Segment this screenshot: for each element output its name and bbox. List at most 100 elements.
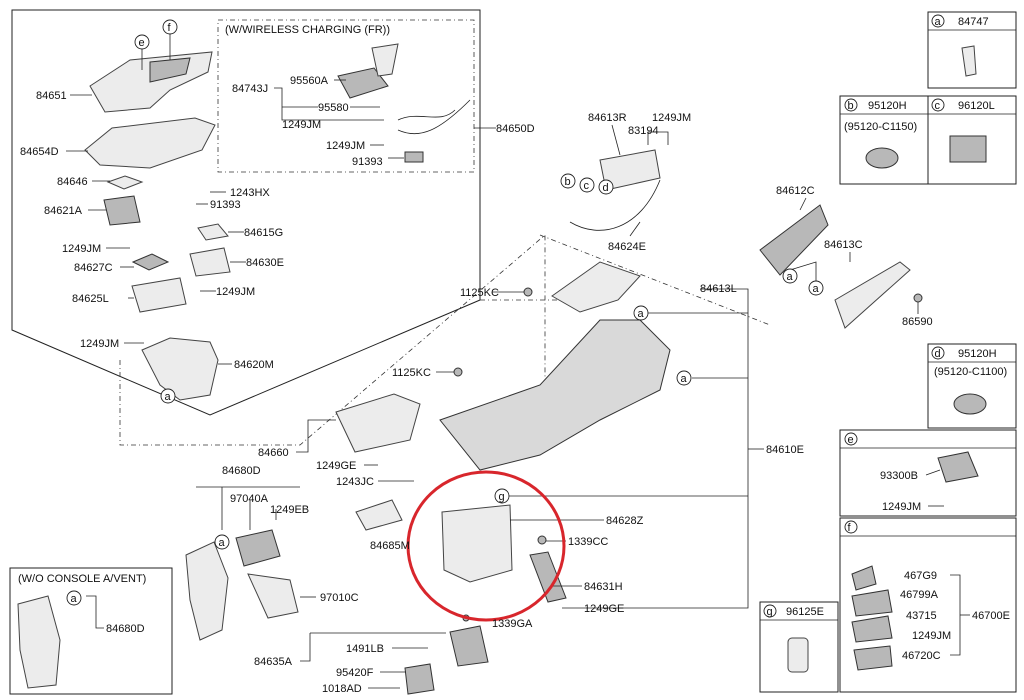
bolt-86590 [913, 293, 923, 303]
svg-text:1249JM: 1249JM [882, 501, 921, 513]
label-1491LB: 1491LB [346, 643, 384, 655]
label-84627C: 84627C [74, 262, 113, 274]
legend-d: d 95120H (95120-C1100) [927, 343, 1017, 429]
label-1249GE-b: 1249GE [584, 603, 624, 615]
projection-line [539, 234, 771, 326]
svg-text:46799A: 46799A [900, 589, 939, 601]
legend-e: e 93300B 1249JM [839, 429, 1017, 517]
svg-text:1249JM: 1249JM [912, 630, 951, 642]
part-84612C-panel [759, 204, 829, 276]
label-84620M: 84620M [234, 359, 274, 371]
legend-c: c 96120L [927, 95, 1017, 185]
label-1249JM-c: 1249JM [282, 119, 321, 131]
callout-a-2: a [782, 268, 798, 284]
part-84680D-alt-panel [17, 595, 61, 689]
callout-d-1: d [598, 179, 614, 195]
label-84612C: 84612C [776, 185, 815, 197]
callout-f: f [162, 19, 178, 35]
legend-f: f 467G9 46799A 43715 1249JM 46720C 46700… [839, 517, 1017, 693]
callout-a-6: a [214, 534, 230, 550]
label-84630E: 84630E [246, 257, 284, 269]
label-84625L: 84625L [72, 293, 109, 305]
svg-text:43715: 43715 [906, 610, 937, 622]
part-wireless-harness [397, 99, 471, 135]
svg-text:a: a [787, 271, 794, 283]
bolt-1125KC-a [523, 287, 533, 297]
label-1249GE-a: 1249GE [316, 460, 356, 472]
svg-text:(95120-C1100): (95120-C1100) [934, 366, 1007, 378]
label-84650D: 84650D [496, 123, 535, 135]
svg-text:46700E: 46700E [972, 610, 1010, 622]
callout-a-1: a [160, 388, 176, 404]
part-84628Z-box [441, 504, 513, 583]
label-84613C: 84613C [824, 239, 863, 251]
svg-text:a: a [219, 537, 226, 549]
svg-text:b: b [848, 100, 854, 112]
part-84635A-bracket [449, 625, 489, 667]
label-1249JM-g: 1249JM [652, 112, 691, 124]
part-84631H-bracket [529, 551, 567, 603]
svg-text:95120H: 95120H [868, 100, 907, 112]
callout-c-1: c [579, 177, 595, 193]
part-84646-mat [106, 175, 144, 190]
label-84680D-a: 84680D [222, 465, 261, 477]
svg-text:96120L: 96120L [958, 100, 995, 112]
svg-text:467G9: 467G9 [904, 570, 937, 582]
part-84624E-cable [569, 179, 661, 231]
label-1125KC-a: 1125KC [460, 287, 499, 299]
projection-line [119, 234, 546, 446]
label-84615G: 84615G [244, 227, 283, 239]
label-1249JM-d: 1249JM [326, 140, 365, 152]
part-84654D-tray [84, 117, 216, 169]
svg-text:e: e [848, 434, 854, 446]
part-84627C-mat [131, 253, 170, 271]
part-84651-slot [149, 57, 191, 83]
label-84635A: 84635A [254, 656, 293, 668]
svg-text:d: d [935, 348, 941, 360]
part-97010C-duct [247, 573, 299, 619]
svg-text:a: a [71, 593, 78, 605]
callout-e: e [134, 34, 150, 50]
label-83194: 83194 [628, 125, 659, 137]
bolt-1339CC [537, 535, 547, 545]
part-wireless-bracket [371, 43, 399, 77]
svg-text:95120H: 95120H [958, 348, 997, 360]
svg-text:(95120-C1150): (95120-C1150) [844, 121, 917, 133]
svg-text:a: a [935, 16, 942, 28]
svg-text:a: a [681, 373, 688, 385]
label-84680D-b: 84680D [106, 623, 145, 635]
label-84654D: 84654D [20, 146, 59, 158]
label-95560A: 95560A [290, 75, 329, 87]
part-84685M-pad [355, 499, 403, 531]
leader-lines [66, 33, 919, 689]
part-97040A-vent [235, 529, 281, 567]
label-1249JM-a: 1249JM [62, 243, 101, 255]
label-84621A: 84621A [44, 205, 83, 217]
label-84651: 84651 [36, 90, 67, 102]
label-84624E: 84624E [608, 241, 646, 253]
legend-a: a 84747 [927, 11, 1017, 89]
part-84615G-mat [197, 223, 229, 241]
label-84631H: 84631H [584, 581, 623, 593]
part-84613C-trim [834, 261, 911, 329]
svg-text:e: e [139, 37, 145, 49]
legend-g: g 96125E [759, 601, 839, 693]
label-1243HX: 1243HX [230, 187, 270, 199]
svg-text:g: g [499, 491, 505, 503]
label-84685M: 84685M [370, 540, 410, 552]
part-91393-connector [404, 151, 424, 163]
bolt-1125KC-b [453, 367, 463, 377]
label-86590: 86590 [902, 316, 933, 328]
part-84660-armrest [335, 393, 421, 453]
label-1249JM-e: 1249JM [80, 338, 119, 350]
part-84610E-console [439, 319, 671, 471]
svg-text:f: f [848, 522, 852, 534]
svg-text:46720C: 46720C [902, 650, 941, 662]
label-84660: 84660 [258, 447, 289, 459]
part-84625L-cup [131, 277, 187, 313]
part-84680D-rear-panel [185, 541, 229, 641]
part-84613L-panel [551, 261, 641, 313]
no-vent-title: (W/O CONSOLE A/VENT) [18, 573, 146, 585]
label-91393-b: 91393 [210, 199, 241, 211]
